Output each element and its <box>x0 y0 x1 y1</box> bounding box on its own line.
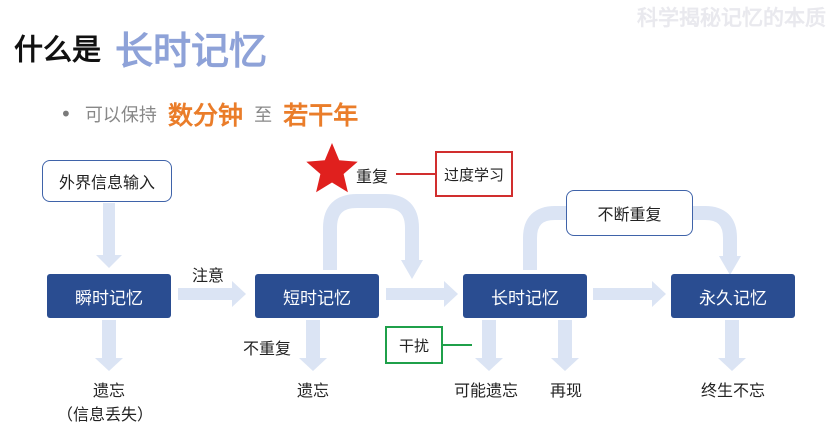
stage-sensory-memory: 瞬时记忆 <box>47 274 171 318</box>
label-attention: 注意 <box>192 266 225 285</box>
bullet-point: • 可以保持 数分钟 至 若干年 <box>60 96 358 132</box>
constant-repeat-box: 不断重复 <box>566 190 693 236</box>
arrow-attention <box>178 281 246 307</box>
stage-long-term-memory: 长时记忆 <box>463 274 587 318</box>
arrow-long-to-permanent <box>593 281 666 307</box>
arrow-repeat-head <box>401 260 423 279</box>
bullet-text-middle: 至 <box>254 105 273 126</box>
label-no-repeat: 不重复 <box>243 339 292 358</box>
arrow-short-to-long <box>386 281 458 307</box>
outcome-sensory-forget-note: （信息丢失） <box>56 405 154 424</box>
input-box: 外界信息输入 <box>42 160 172 202</box>
interference-box: 干扰 <box>385 326 443 364</box>
arrow-input-to-sensory <box>96 203 122 268</box>
watermark-title: 科学揭秘记忆的本质 <box>637 6 826 30</box>
title-main: 长时记忆 <box>115 29 268 73</box>
label-repeat: 重复 <box>356 167 389 186</box>
outcome-sensory-forget: 遗忘 <box>92 381 126 400</box>
arrow-permanent-forever <box>718 320 746 371</box>
arrow-constant-repeat-head <box>719 256 741 275</box>
outcome-long-maybe-forget: 可能遗忘 <box>453 381 519 400</box>
title-prefix: 什么是 <box>14 32 102 67</box>
star-icon <box>306 143 358 193</box>
outcome-short-forget: 遗忘 <box>296 381 330 400</box>
overlearning-box: 过度学习 <box>435 151 513 197</box>
arrow-long-recall <box>551 320 579 371</box>
bullet-emphasis-minutes: 数分钟 <box>167 101 243 130</box>
stage-permanent-memory: 永久记忆 <box>671 274 795 318</box>
page-title: 什么是长时记忆 <box>14 20 267 75</box>
outcome-long-recall: 再现 <box>549 381 583 400</box>
outcome-permanent-never-forget: 终生不忘 <box>700 381 766 400</box>
stage-short-term-memory: 短时记忆 <box>255 274 379 318</box>
bullet-text-before: 可以保持 <box>84 105 157 126</box>
arrow-short-forget <box>299 320 327 371</box>
arrow-repeat-loop <box>323 194 419 270</box>
arrow-long-maybe-forget <box>475 320 503 371</box>
bullet-dot: • <box>60 102 72 126</box>
bullet-emphasis-years: 若干年 <box>283 101 359 130</box>
arrow-sensory-forget <box>95 320 123 371</box>
